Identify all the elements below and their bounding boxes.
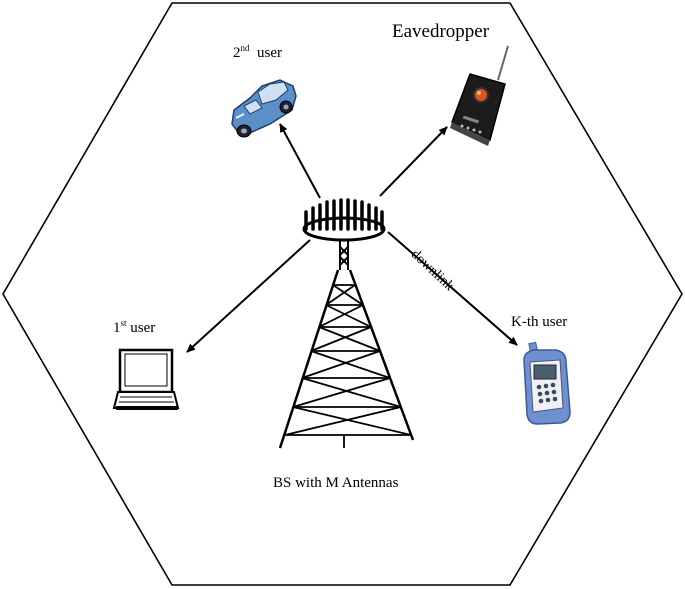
car-icon (231, 79, 297, 138)
arrows (186, 123, 518, 353)
arrow-to-eavesdropper (379, 126, 448, 197)
laptop-icon (112, 348, 180, 410)
tower-icon (278, 198, 415, 449)
first-user-label: 1st user (113, 318, 156, 337)
first-user-text: user (130, 320, 156, 336)
base-station-label: BS with M Antennas (273, 475, 399, 491)
second-user-number: 2 (233, 45, 241, 61)
second-user-superscript: nd (240, 43, 250, 53)
kth-user-label: K-th user (511, 314, 568, 330)
second-user-text: user (257, 45, 282, 61)
arrow-to-second-user (279, 123, 321, 199)
eavesdropper-label: Eavedropper (392, 21, 490, 42)
eavesdropper-device-icon (450, 45, 509, 146)
first-user-superscript: st (120, 318, 127, 328)
first-user-number: 1 (113, 320, 121, 336)
arrow-to-kth-user (387, 231, 518, 346)
second-user-label: 2nd user (233, 43, 282, 62)
arrow-to-first-user (186, 239, 311, 353)
phone-icon (523, 341, 571, 425)
